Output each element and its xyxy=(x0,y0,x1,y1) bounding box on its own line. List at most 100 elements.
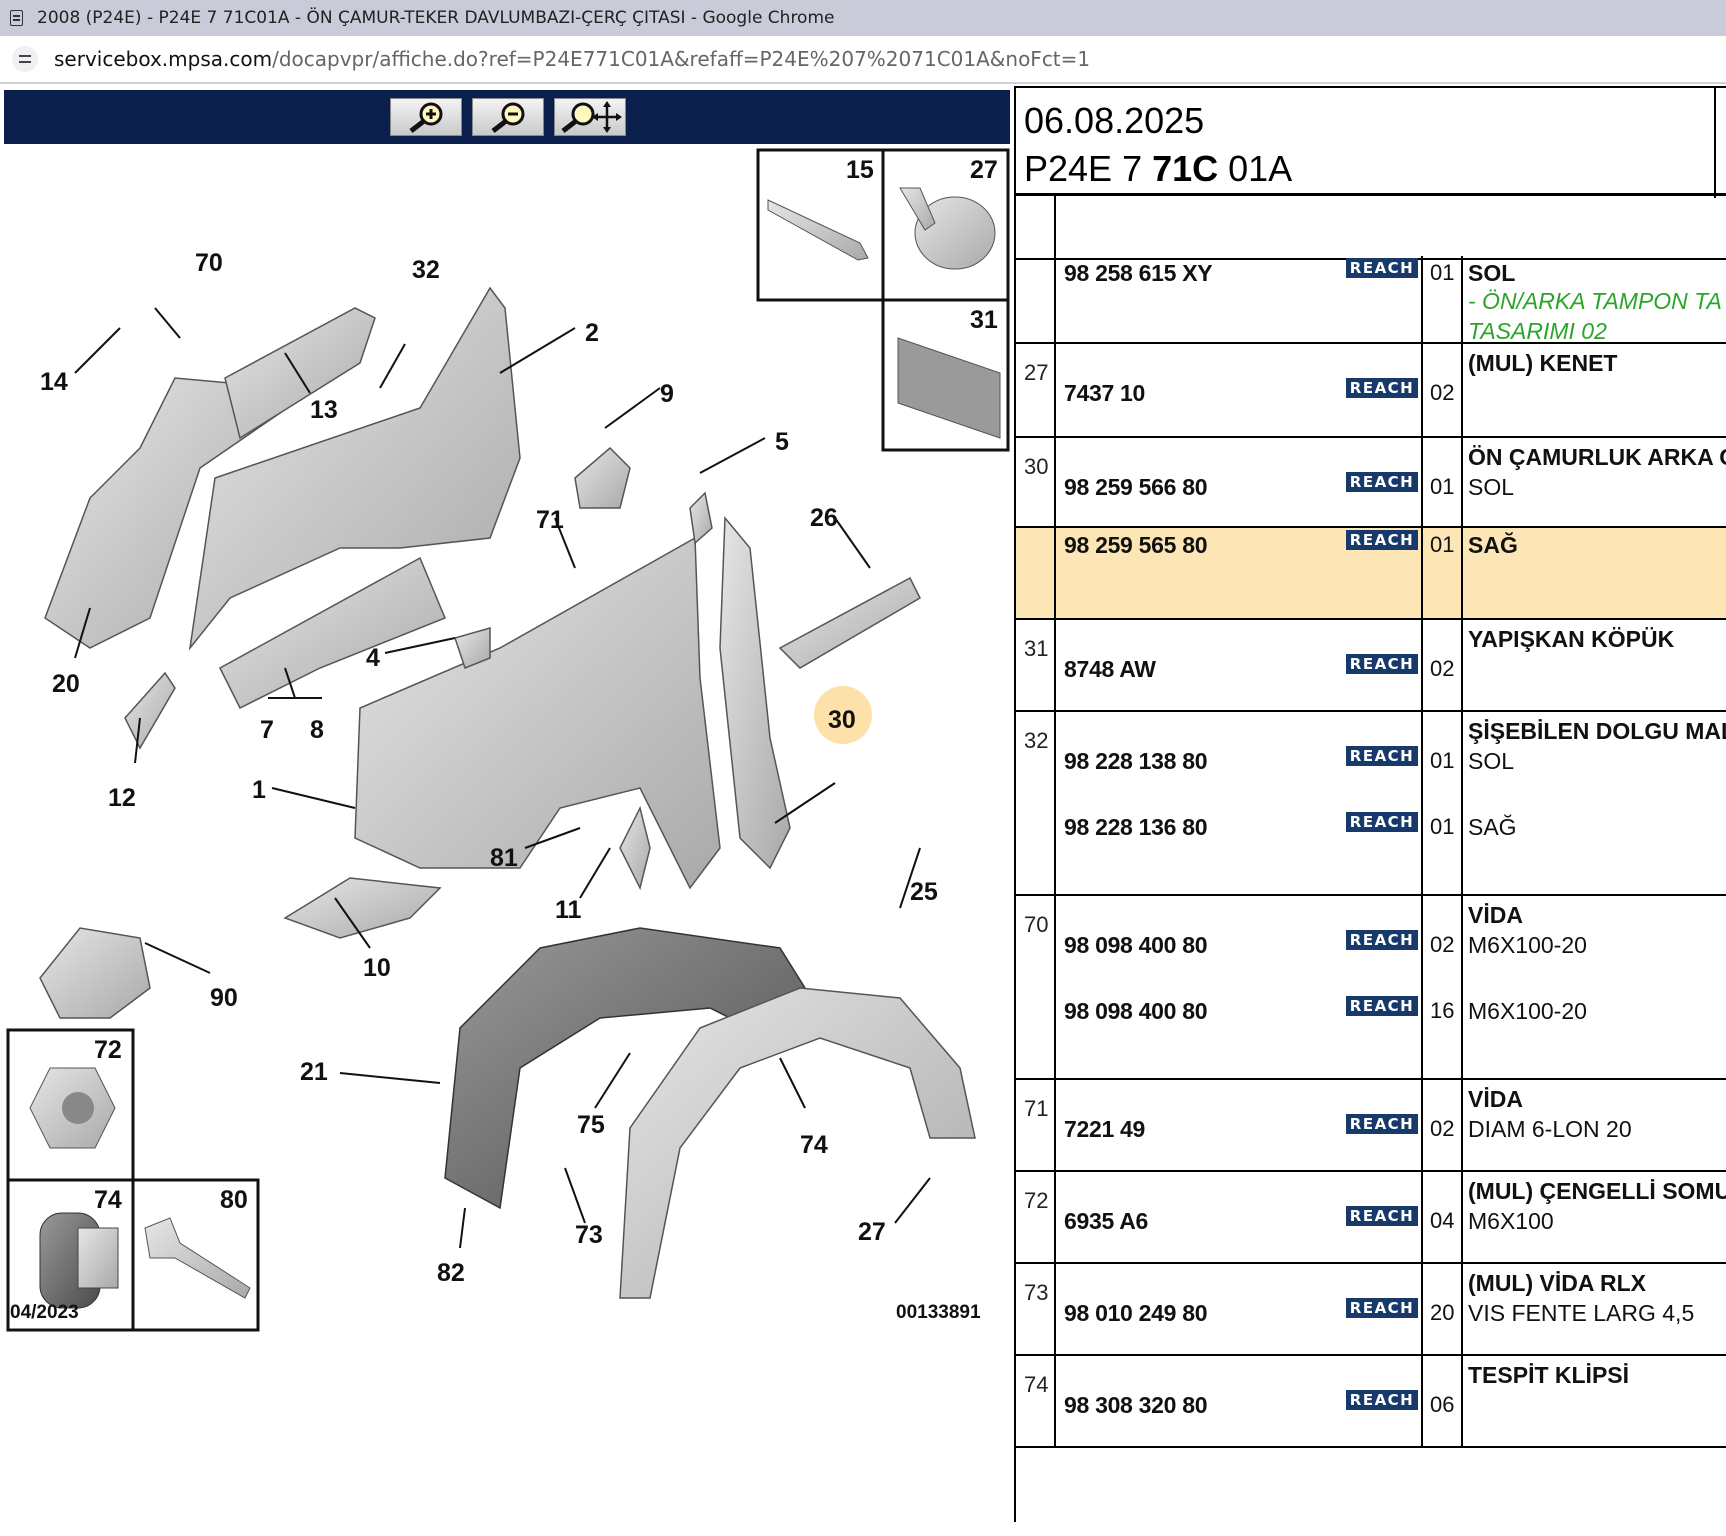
row-title: YAPIŞKAN KÖPÜK xyxy=(1468,626,1675,652)
callout-25[interactable]: 25 xyxy=(910,878,938,906)
callout-13[interactable]: 13 xyxy=(310,396,338,424)
part-description: SOL xyxy=(1468,474,1515,500)
row-ref-number: 71 xyxy=(1024,1096,1049,1121)
callout-30[interactable]: 30 xyxy=(828,706,856,734)
callout-8[interactable]: 8 xyxy=(310,716,324,744)
part-description: VIS FENTE LARG 4,5 xyxy=(1468,1300,1695,1326)
callout-21[interactable]: 21 xyxy=(300,1058,328,1086)
inset-label-72: 72 xyxy=(94,1036,122,1064)
callout-14[interactable]: 14 xyxy=(40,368,68,396)
callout-1[interactable]: 1 xyxy=(252,776,266,804)
reach-badge: REACH xyxy=(1346,1298,1418,1318)
row-ref-number: 31 xyxy=(1024,636,1049,661)
callout-11[interactable]: 11 xyxy=(555,896,582,924)
part-number[interactable]: 7437 10 xyxy=(1064,380,1146,406)
callout-82[interactable]: 82 xyxy=(437,1259,465,1287)
table-row[interactable]: 98 258 615 XY REACH 01 SOL- ÖN/ARKA TAMPON … xyxy=(1016,256,1726,344)
row-title: VİDA xyxy=(1468,1086,1523,1112)
callout-81[interactable]: 81 xyxy=(490,844,518,872)
site-settings-icon[interactable] xyxy=(12,46,38,72)
callout-7[interactable]: 7 xyxy=(260,716,274,744)
reach-badge: REACH xyxy=(1346,996,1418,1016)
part-number[interactable]: 98 259 566 80 xyxy=(1064,474,1208,500)
magnifier-minus-icon xyxy=(491,102,525,133)
part-number[interactable]: 6935 A6 xyxy=(1064,1208,1149,1234)
reach-badge: REACH xyxy=(1346,472,1418,492)
row-ref-number: 30 xyxy=(1024,454,1049,479)
part-quantity: 01 xyxy=(1430,260,1455,285)
callout-5[interactable]: 5 xyxy=(775,428,789,456)
callout-20[interactable]: 20 xyxy=(52,670,80,698)
inset-label-74: 74 xyxy=(94,1186,122,1214)
callout-90[interactable]: 90 xyxy=(210,984,238,1012)
inset-label-80: 80 xyxy=(220,1186,248,1214)
reach-badge: REACH xyxy=(1346,258,1418,278)
parts-list-header: 06.08.2025 P24E 7 71C 01A xyxy=(1016,86,1726,198)
part-number[interactable]: 98 098 400 80 xyxy=(1064,932,1208,958)
callout-26[interactable]: 26 xyxy=(810,504,838,532)
part-number[interactable]: 98 228 138 80 xyxy=(1064,748,1208,774)
callout-70[interactable]: 70 xyxy=(195,249,223,277)
part-number[interactable]: 98 228 136 80 xyxy=(1064,814,1208,840)
part-number[interactable]: 98 010 249 80 xyxy=(1064,1300,1208,1326)
part-number[interactable]: 98 098 400 80 xyxy=(1064,998,1208,1024)
inset-boxes-top: 15 27 31 xyxy=(756,148,1010,452)
callout-75[interactable]: 75 xyxy=(577,1111,605,1139)
part-number[interactable]: 8748 AW xyxy=(1064,656,1156,682)
part-quantity: 06 xyxy=(1430,1392,1455,1417)
part-number[interactable]: 98 308 320 80 xyxy=(1064,1392,1208,1418)
parts-list-panel: 06.08.2025 P24E 7 71C 01A 98 258 615 XY R… xyxy=(1014,86,1726,1522)
part-number[interactable]: 98 258 615 XY xyxy=(1064,260,1213,286)
part-quantity: 20 xyxy=(1430,1300,1455,1325)
row-ref-number: 72 xyxy=(1024,1188,1049,1213)
part-description: M6X100-20 xyxy=(1468,932,1587,958)
part-number[interactable]: 98 259 565 80 xyxy=(1064,532,1208,558)
reach-badge: REACH xyxy=(1346,1390,1418,1410)
row-note: - ÖN/ARKA TAMPON TA xyxy=(1468,288,1722,314)
diagram-toolbar xyxy=(4,90,1010,144)
row-ref-number: 74 xyxy=(1024,1372,1049,1397)
callout-9[interactable]: 9 xyxy=(660,380,674,408)
magnifier-plus-icon xyxy=(409,102,443,133)
zoom-in-button[interactable] xyxy=(390,98,462,136)
callout-4[interactable]: 4 xyxy=(366,644,380,672)
reach-badge: REACH xyxy=(1346,930,1418,950)
reach-badge: REACH xyxy=(1346,378,1418,398)
part-description: SAĞ xyxy=(1468,532,1518,558)
pan-button[interactable] xyxy=(554,98,626,136)
callout-73[interactable]: 73 xyxy=(575,1221,603,1249)
callout-2[interactable]: 2 xyxy=(585,319,599,347)
part-quantity: 02 xyxy=(1430,380,1455,405)
part-description: M6X100 xyxy=(1468,1208,1554,1234)
url-host[interactable]: servicebox.mpsa.com xyxy=(54,47,273,71)
callout-10[interactable]: 10 xyxy=(363,954,391,982)
callout-71[interactable]: 71 xyxy=(536,506,564,534)
row-title: VİDA xyxy=(1468,902,1523,928)
zoom-out-button[interactable] xyxy=(472,98,544,136)
url-path[interactable]: /docapvpr/affiche.do?ref=P24E771C01A&ref… xyxy=(272,47,1091,71)
callout-27[interactable]: 27 xyxy=(858,1218,886,1246)
callout-highlight-30 xyxy=(814,686,872,744)
part-quantity: 01 xyxy=(1430,748,1455,773)
part-description: DIAM 6-LON 20 xyxy=(1468,1116,1632,1142)
address-bar[interactable]: servicebox.mpsa.com/docapvpr/affiche.do?… xyxy=(0,36,1726,84)
callout-32[interactable]: 32 xyxy=(412,256,440,284)
callout-12[interactable]: 12 xyxy=(108,784,136,812)
part-description: SOL xyxy=(1468,260,1516,286)
callout-74[interactable]: 74 xyxy=(800,1131,828,1159)
part-number[interactable]: 7221 49 xyxy=(1064,1116,1146,1142)
leader-lines xyxy=(74,307,931,1249)
reach-badge: REACH xyxy=(1346,812,1418,832)
diagram-drawing-number: 00133891 xyxy=(896,1302,981,1323)
reach-badge: REACH xyxy=(1346,1206,1418,1226)
